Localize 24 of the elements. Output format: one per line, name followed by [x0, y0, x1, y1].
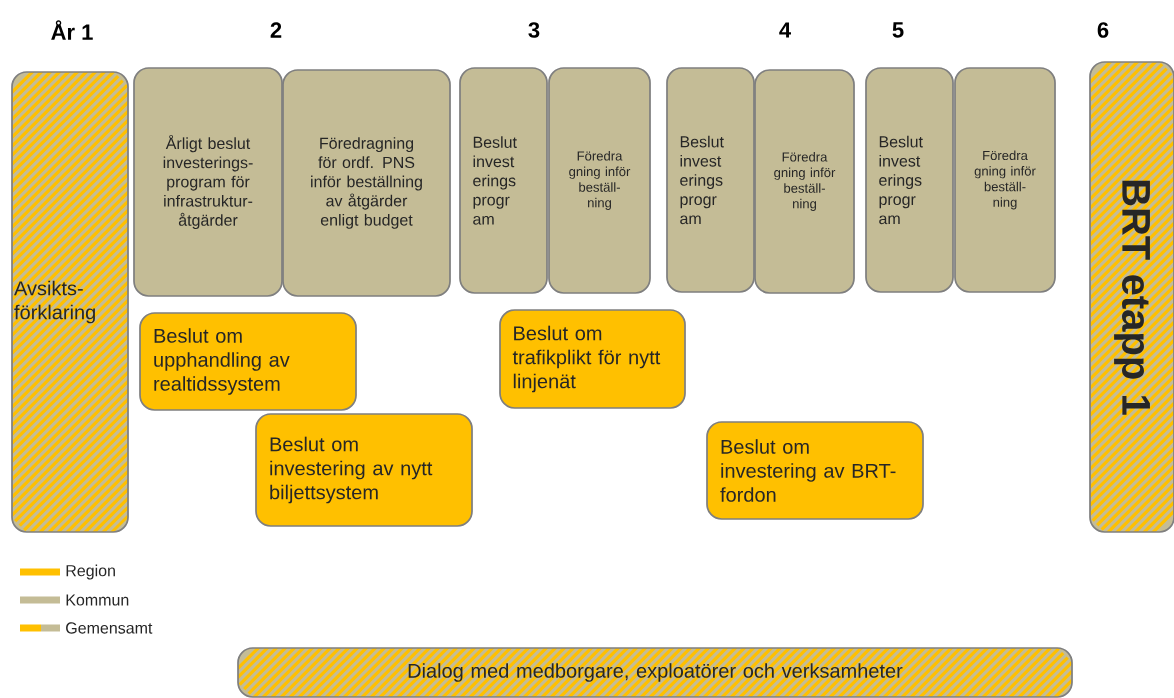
process-box: Beslut invest erings progr am [459, 67, 548, 294]
decision-box: Beslut om trafikplikt för nytt linjenät [499, 309, 686, 409]
legend-label: Region [66, 564, 115, 580]
shared-box: BRT etapp 1 [1089, 61, 1174, 533]
decision-box: Beslut om upphandling av realtidssystem [139, 312, 357, 411]
process-box: Föredra gning inför beställ-ning [754, 69, 855, 294]
legend-label: Kommun [66, 594, 129, 606]
decision-box: Beslut om investering av nytt biljettsystem [255, 413, 473, 527]
year-label: 6 [1097, 22, 1109, 38]
legend-label: Gemensamt [66, 622, 153, 634]
process-box: Föredra gning inför beställ-ning [954, 67, 1056, 293]
year-label: 2 [270, 22, 282, 38]
shared-box: Dialog med medborgare, exploatörer och verksamheter [237, 647, 1073, 698]
year-label: 5 [892, 22, 904, 38]
shared-box: Avsikts-förklaring [11, 71, 129, 533]
decision-box: Beslut om investering av BRT-fordon [706, 421, 924, 520]
year-label: 4 [779, 22, 791, 38]
process-box: Beslut invest erings progr am [666, 67, 755, 293]
year-label: År 1 [51, 20, 93, 40]
process-box: Föredragning för ordf. PNS inför beställning av åtgärder enligt budget [282, 69, 451, 297]
year-label: 3 [528, 22, 540, 38]
process-box: Årligt beslut investerings-program för infrastruktur-åtgärder [133, 67, 283, 297]
process-box: Beslut invest erings progr am [865, 67, 954, 293]
process-box: Föredra gning inför beställ-ning [548, 67, 651, 294]
